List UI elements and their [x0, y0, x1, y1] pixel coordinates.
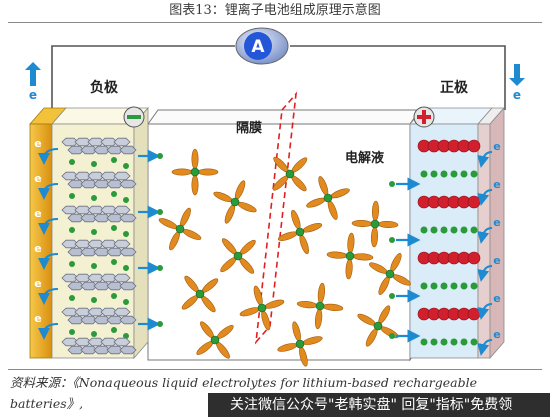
- watermark-banner: [208, 393, 550, 417]
- negative-electrode-label: 负极: [90, 79, 119, 96]
- electron-flow-left: e: [25, 62, 41, 102]
- source-note: 资料来源：《Nonaqueous liquid electrolytes for…: [10, 375, 477, 411]
- svg-text:e: e: [493, 216, 500, 229]
- svg-text:e: e: [493, 254, 500, 267]
- anode: e e e e e e: [29, 106, 149, 360]
- metal-oxide-layers: [417, 139, 481, 346]
- svg-text:e: e: [34, 242, 41, 255]
- minus-badge: [123, 106, 145, 128]
- svg-text:e: e: [513, 88, 521, 102]
- svg-text:e: e: [493, 292, 500, 305]
- svg-text:e: e: [493, 178, 500, 191]
- svg-text:e: e: [493, 140, 500, 153]
- lithium-ion-flow-arrows: [138, 149, 421, 343]
- external-wire: [51, 45, 506, 110]
- cathode: e e e e e e: [409, 106, 505, 360]
- ammeter: A: [235, 27, 289, 65]
- title-divider: [8, 22, 542, 23]
- svg-text:e: e: [34, 312, 41, 325]
- cathode-active-layer: [409, 123, 479, 359]
- watermark-text: 关注微信公众号"老韩实盘" 回复"指标"免费领: [230, 397, 513, 413]
- solvent-molecules: [158, 148, 411, 367]
- anode-electron-arrows: e e e e e e: [34, 137, 59, 340]
- graphite-layers: [61, 137, 137, 355]
- electron-flow-right: e: [509, 64, 525, 102]
- electrolyte-label: 电解液: [345, 150, 384, 166]
- ammeter-label: A: [251, 37, 265, 57]
- separator-label: 隔膜: [236, 120, 262, 136]
- svg-text:e: e: [34, 207, 41, 220]
- positive-electrode-label: 正极: [440, 79, 469, 96]
- svg-text:e: e: [493, 328, 500, 341]
- svg-text:e: e: [34, 137, 41, 150]
- battery-diagram: A e e 负极 正极 e e e e e e: [25, 27, 525, 367]
- cathode-electron-arrows: e e e e e e: [477, 140, 501, 356]
- plus-badge: [413, 106, 435, 128]
- svg-text:e: e: [34, 277, 41, 290]
- figure-title: 图表13：锂离子电池组成原理示意图: [169, 3, 381, 18]
- cathode-current-collector: [477, 123, 491, 359]
- svg-text:e: e: [29, 88, 37, 102]
- source-divider: [8, 369, 542, 370]
- svg-text:e: e: [34, 172, 41, 185]
